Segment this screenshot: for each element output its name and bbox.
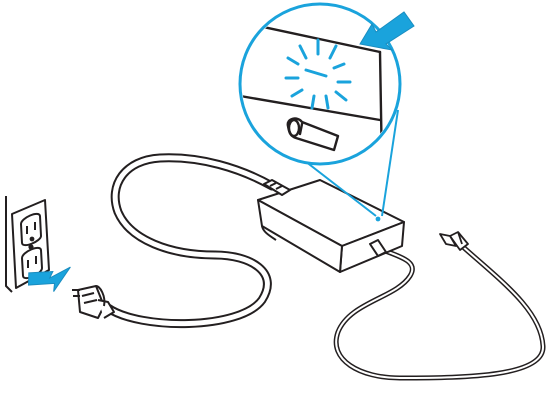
- dc-plug-icon: [439, 231, 469, 251]
- ac-power-cord: [103, 153, 277, 329]
- power-brick-icon: [257, 179, 405, 273]
- upper-receptacle-icon: [20, 212, 42, 247]
- wall-outlet-icon: [5, 196, 50, 293]
- ac-plug-icon: [72, 285, 115, 319]
- dc-output-cable: [333, 243, 546, 381]
- lower-receptacle-icon: [21, 246, 43, 280]
- led-glow-icon: [284, 38, 352, 110]
- insert-arrow-icon: [27, 266, 71, 292]
- connector-closeup-icon: [286, 117, 340, 152]
- status-led-icon: [375, 216, 381, 222]
- callout-arrow-icon: [359, 11, 415, 51]
